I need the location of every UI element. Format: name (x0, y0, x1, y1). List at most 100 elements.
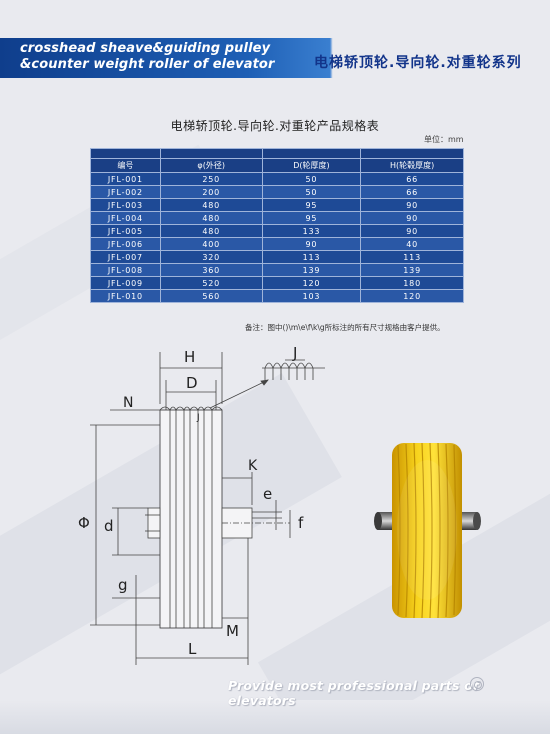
table-unit: 单位：mm (424, 135, 464, 144)
photo-groove (453, 444, 457, 616)
table-note: 备注：图中()\m\e\f\k\g所标注的所有尺寸规格由客户提供。 (245, 323, 445, 332)
cell-d: 113 (261, 250, 362, 264)
header-title-cn: 电梯轿顶轮.导向轮.对重轮系列 (314, 55, 522, 71)
hub-left (147, 507, 161, 539)
cell-h: 90 (360, 224, 464, 238)
label-m: M (226, 622, 239, 640)
footer-circle-icon (470, 677, 484, 691)
bottom-fade (0, 700, 550, 734)
cell-h: 113 (360, 250, 464, 264)
cell-phi: 480 (159, 224, 263, 238)
label-d: D (186, 374, 198, 392)
cell-model: JFL-005 (90, 224, 161, 238)
photo-groove (429, 442, 433, 619)
cell-model: JFL-007 (90, 250, 161, 264)
wheel-body (159, 409, 223, 629)
col-header-outer-diameter: φ(外径) (159, 158, 263, 173)
label-l: L (188, 640, 197, 658)
photo-groove (405, 443, 409, 618)
photo-wheel (392, 443, 462, 618)
col-header-model: 编号 (90, 158, 161, 173)
groove-profile-top (159, 406, 223, 411)
photo-shaft-end-right (473, 512, 481, 530)
cell-model: JFL-006 (90, 237, 161, 251)
header-title-en: crosshead sheave&guiding pulley &counter… (20, 41, 274, 73)
cell-h: 180 (360, 276, 464, 290)
cell-h: 40 (360, 237, 464, 251)
label-e: e (263, 485, 272, 503)
header-bar (0, 38, 550, 78)
photo-groove (413, 442, 417, 619)
label-j-detail: J (292, 344, 297, 362)
cell-phi: 360 (159, 263, 263, 277)
table-title: 电梯轿顶轮.导向轮.对重轮产品规格表 (170, 119, 380, 133)
cell-phi: 560 (159, 289, 263, 303)
header-title-en-line2: &counter weight roller of elevator (20, 57, 275, 72)
cell-model: JFL-010 (90, 289, 161, 303)
cell-d: 90 (261, 237, 362, 251)
label-f: f (298, 514, 304, 532)
cell-phi: 480 (159, 198, 263, 212)
label-phi: Φ (78, 514, 90, 532)
pulley-product-photo (374, 442, 481, 619)
label-d-small: d (104, 517, 114, 535)
cell-model: JFL-004 (90, 211, 161, 225)
footer-tagline: Provide most professional parts of eleva… (228, 678, 479, 708)
cell-phi: 200 (159, 185, 263, 199)
cell-d: 95 (261, 211, 362, 225)
cell-model: JFL-001 (90, 172, 161, 186)
label-j: J (196, 413, 200, 423)
cell-h: 90 (360, 198, 464, 212)
cell-d: 50 (261, 172, 362, 186)
photo-groove (437, 442, 441, 619)
cell-model: JFL-008 (90, 263, 161, 277)
photo-highlight (397, 460, 457, 600)
cell-model: JFL-009 (90, 276, 161, 290)
leader-arrowhead (260, 379, 269, 386)
cell-h: 90 (360, 211, 464, 225)
cell-phi: 250 (159, 172, 263, 186)
photo-shaft-end-left (374, 512, 382, 530)
photo-groove (421, 442, 425, 619)
label-h: H (184, 348, 195, 366)
label-n: N (123, 395, 133, 411)
col-header-hub-thickness: H(轮毂厚度) (360, 158, 464, 173)
table-header-row: 编号 φ(外径) D(轮厚度) H(轮毂厚度) (90, 158, 464, 173)
label-k: K (248, 458, 258, 474)
cell-phi: 520 (159, 276, 263, 290)
cell-h: 120 (360, 289, 464, 303)
cell-d: 139 (261, 263, 362, 277)
cell-d: 95 (261, 198, 362, 212)
cell-d: 50 (261, 185, 362, 199)
cell-model: JFL-003 (90, 198, 161, 212)
cell-d: 103 (261, 289, 362, 303)
cell-h: 66 (360, 185, 464, 199)
pulley-technical-drawing: H D N J J K e f Φ d g M L (78, 344, 325, 665)
header-title-en-line1: crosshead sheave&guiding pulley (20, 41, 271, 56)
cell-phi: 320 (159, 250, 263, 264)
cell-d: 133 (261, 224, 362, 238)
col-header-wheel-thickness: D(轮厚度) (261, 158, 362, 173)
photo-groove (397, 444, 401, 616)
cell-h: 139 (360, 263, 464, 277)
photo-groove (445, 443, 449, 618)
cell-d: 120 (261, 276, 362, 290)
leader-arrow-j (209, 379, 269, 409)
label-g: g (118, 576, 128, 594)
cell-phi: 400 (159, 237, 263, 251)
groove-detail (264, 362, 314, 380)
cell-h: 66 (360, 172, 464, 186)
cell-phi: 480 (159, 211, 263, 225)
cell-model: JFL-002 (90, 185, 161, 199)
